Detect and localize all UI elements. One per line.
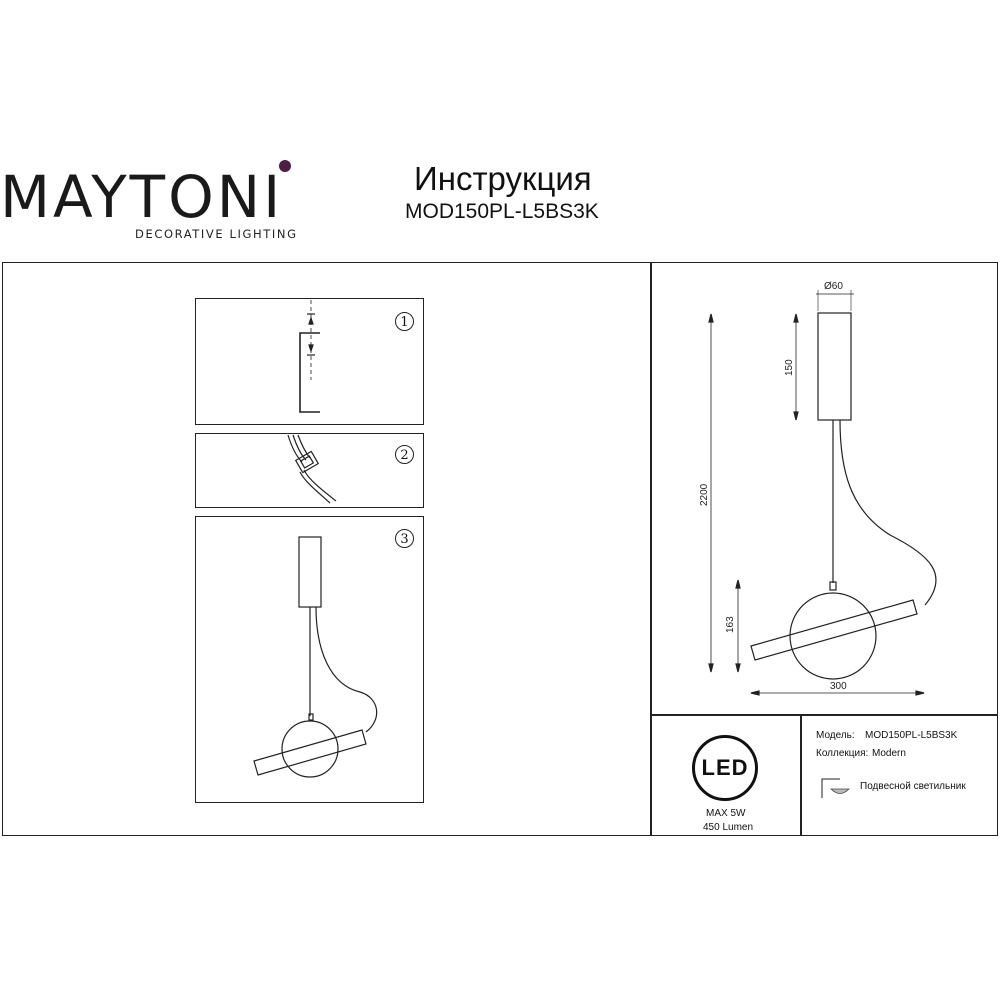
- drawing-frame: [2, 262, 998, 836]
- model-label: Модель:: [816, 730, 855, 741]
- lamp-type-text: Подвесной светильник: [860, 781, 966, 792]
- max-power-text: MAX 5W: [706, 808, 746, 819]
- brand-logo: MAYTONI: [0, 163, 284, 231]
- step-1-number: 1: [395, 312, 414, 331]
- document-model-number: MOD150PL-L5BS3K: [405, 200, 599, 223]
- canopy-height-dimension: 150: [784, 359, 795, 376]
- lumen-text: 450 Lumen: [703, 822, 754, 833]
- install-step-1-panel: [195, 298, 424, 425]
- brand-logo-dot: [279, 160, 291, 172]
- diameter-dimension: Ø60: [824, 281, 843, 292]
- total-height-dimension: 2200: [699, 483, 710, 506]
- step-2-number: 2: [395, 445, 414, 464]
- pendant-lamp-icon: [821, 778, 850, 798]
- step-3-number: 3: [395, 529, 414, 548]
- assembled-lamp-drawing: [253, 536, 378, 778]
- document-title: Инструкция: [414, 160, 592, 197]
- width-dimension: 300: [830, 681, 847, 692]
- lamp-height-dimension: 163: [725, 616, 736, 633]
- frame-divider-horizontal: [650, 714, 998, 716]
- install-step-3-panel: [195, 516, 424, 803]
- dimensioned-lamp-drawing: [708, 290, 937, 696]
- led-badge-icon: LED: [692, 735, 758, 801]
- frame-divider-vertical: [650, 262, 652, 836]
- mounting-bracket-drawing: [299, 300, 320, 413]
- collection-value: Modern: [872, 748, 906, 759]
- wire-connector-drawing: [287, 434, 337, 504]
- collection-label: Коллекция:: [816, 748, 869, 759]
- spec-divider: [800, 714, 802, 836]
- brand-tagline: DECORATIVE LIGHTING: [135, 227, 298, 241]
- model-value: MOD150PL-L5BS3K: [865, 730, 958, 741]
- install-step-2-panel: [195, 433, 424, 508]
